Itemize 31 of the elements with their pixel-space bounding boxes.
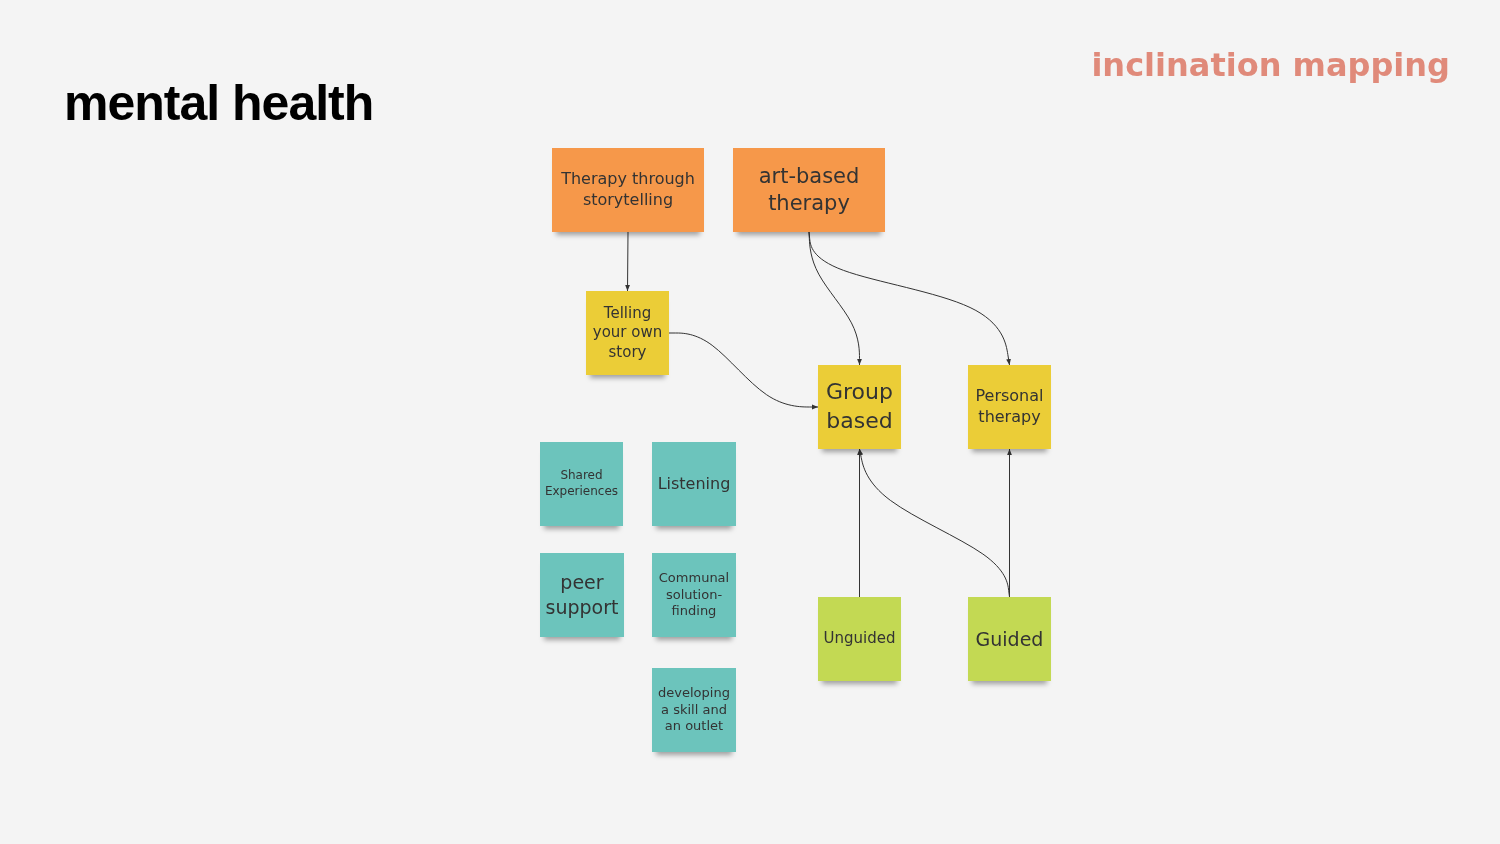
arrow <box>808 231 1011 366</box>
note-text: Therapy through storytelling <box>560 169 696 211</box>
sticky-note <box>968 597 1051 681</box>
arrow <box>1007 448 1012 598</box>
note-text: Shared Experiences <box>544 468 619 500</box>
note-text: Listening <box>657 473 731 495</box>
sticky-note <box>540 553 624 637</box>
title: mental health <box>64 74 374 132</box>
note-text: Telling your own story <box>591 303 664 363</box>
sticky-note <box>652 442 736 526</box>
sticky-note <box>540 442 623 526</box>
sticky-note <box>586 291 669 375</box>
note-text: Unguided <box>823 629 896 649</box>
subtitle: inclination mapping <box>1090 46 1450 84</box>
note-text: Communal solution-finding <box>657 569 731 621</box>
sticky-note <box>818 365 901 449</box>
sticky-note <box>652 668 736 752</box>
sticky-note <box>818 597 901 681</box>
arrow <box>857 448 862 598</box>
sticky-note <box>552 148 704 232</box>
note-text: developing a skill and an outlet <box>657 684 731 736</box>
arrow <box>625 231 630 292</box>
note-text: peer support <box>544 570 620 620</box>
note-text: art-based therapy <box>757 162 861 217</box>
note-text: Guided <box>975 626 1044 652</box>
arrow <box>668 332 819 410</box>
note-text: Personal therapy <box>974 386 1045 428</box>
sticky-note <box>968 365 1051 449</box>
note-text: Group based <box>825 378 894 435</box>
sticky-note <box>733 148 885 232</box>
sticky-note <box>652 553 736 637</box>
